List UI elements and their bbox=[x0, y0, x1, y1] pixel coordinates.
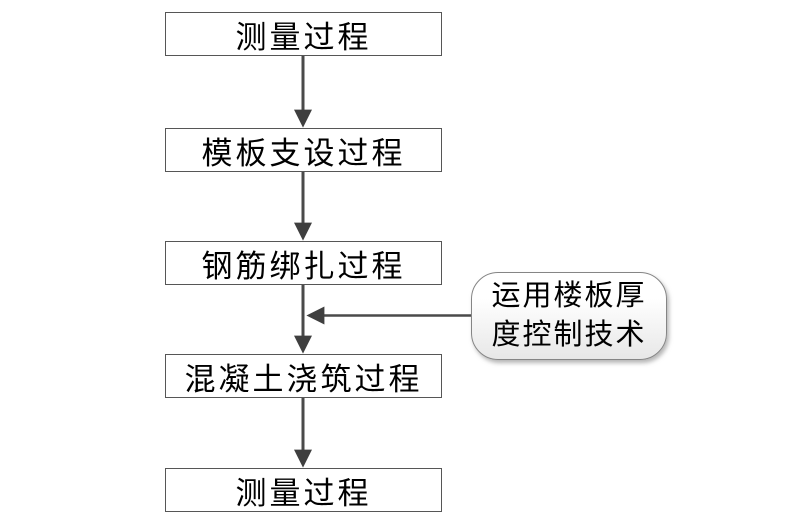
process-box-label: 模板支设过程 bbox=[201, 135, 406, 171]
process-box-label: 测量过程 bbox=[235, 475, 372, 511]
process-box-label: 混凝土浇筑过程 bbox=[184, 361, 423, 397]
process-box-survey-1: 测量过程 bbox=[165, 12, 442, 56]
process-box-rebar: 钢筋绑扎过程 bbox=[165, 241, 442, 285]
process-box-survey-2: 测量过程 bbox=[165, 468, 442, 512]
process-box-concrete: 混凝土浇筑过程 bbox=[165, 354, 442, 398]
annotation-line-2: 度控制技术 bbox=[491, 319, 647, 351]
process-box-label: 测量过程 bbox=[235, 19, 372, 55]
annotation-callout: 运用楼板厚 度控制技术 bbox=[471, 272, 667, 360]
process-box-formwork: 模板支设过程 bbox=[165, 128, 442, 172]
annotation-line-1: 运用楼板厚 bbox=[491, 280, 647, 312]
process-box-label: 钢筋绑扎过程 bbox=[201, 248, 406, 284]
